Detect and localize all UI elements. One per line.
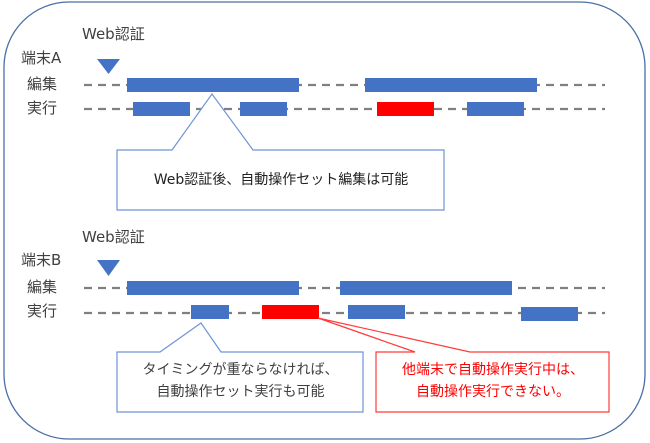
callout-exec-blocked-line1: 他端末で自動操作実行中は、 — [402, 362, 584, 378]
terminal-a-exec-bar — [467, 102, 524, 116]
terminal-b-auth-label: Web認証 — [82, 228, 145, 246]
callout-exec-blocked-line2: 自動操作実行できない。 — [416, 384, 570, 400]
terminal-b-exec-bar — [521, 307, 578, 321]
terminal-b-exec-label: 実行 — [27, 302, 58, 320]
terminal-b-edit-label: 編集 — [27, 278, 58, 296]
terminal-a-name: 端末A — [21, 49, 62, 67]
terminal-b-edit-bar — [127, 281, 299, 295]
terminal-a-exec-bar — [240, 102, 287, 116]
terminal-b-exec-bar — [191, 305, 229, 319]
callout-edit-after-auth-text: Web認証後、自動操作セット編集は可能 — [153, 172, 409, 188]
terminal-a-edit-bar — [127, 78, 299, 92]
terminal-b-auth-marker-icon — [97, 260, 120, 276]
callout-exec-blocked — [317, 317, 610, 413]
terminal-a-auth-marker-icon — [97, 59, 120, 74]
terminal-a-edit-bar — [365, 78, 537, 92]
terminal-a-auth-label: Web認証 — [82, 25, 145, 43]
callout-exec-no-overlap-line1: タイミングが重ならなければ、 — [142, 362, 339, 378]
terminal-b-conflict-bar — [262, 305, 319, 319]
terminal-a-exec-label: 実行 — [27, 99, 58, 117]
terminal-a-exec-bar — [133, 102, 190, 116]
callout-edit-after-auth — [116, 92, 445, 211]
terminal-a-conflict-bar — [377, 102, 434, 116]
callout-exec-no-overlap-text: タイミングが重ならなければ、 自動操作セット実行も可能 — [117, 359, 364, 403]
terminal-b-edit-bar — [340, 281, 512, 295]
terminal-b-name: 端末B — [21, 251, 62, 269]
terminal-b-exec-bar — [348, 305, 405, 319]
callout-exec-no-overlap-line2: 自動操作セット実行も可能 — [156, 384, 325, 400]
terminal-a-edit-label: 編集 — [27, 75, 58, 93]
callout-exec-no-overlap — [116, 322, 364, 413]
callout-exec-blocked-text: 他端末で自動操作実行中は、 自動操作実行できない。 — [376, 359, 610, 403]
